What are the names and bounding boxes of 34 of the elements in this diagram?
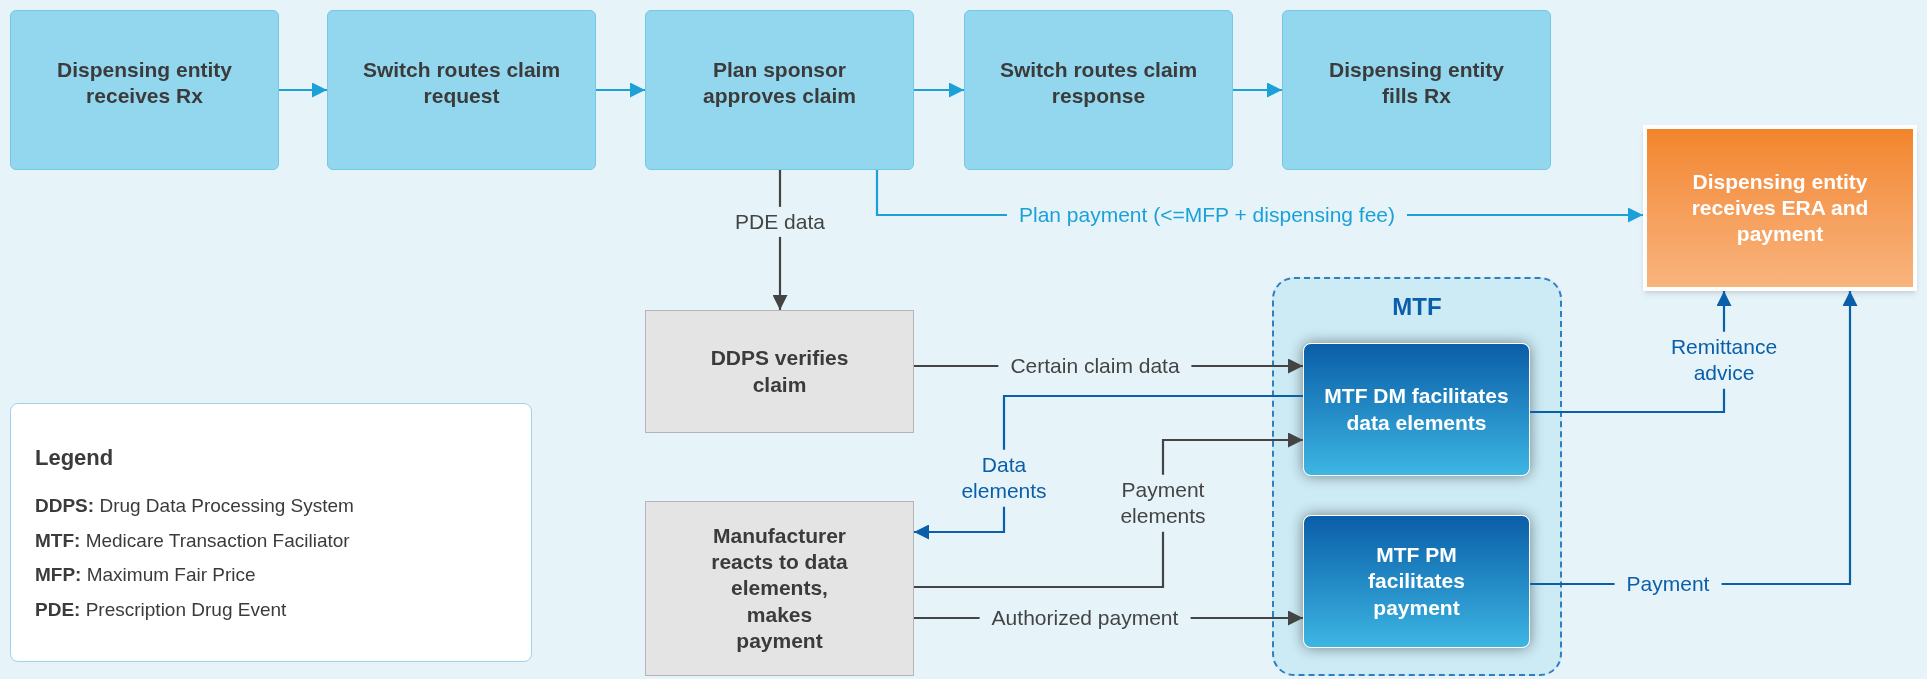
node-label: MTF: [1391, 292, 1443, 322]
process-box: [327, 10, 596, 170]
node-label: Dispensing entity receives Rx: [56, 57, 233, 110]
legend-title: Legend: [35, 444, 115, 472]
node-label: Manufacturer reacts to data elements, makes payment: [710, 522, 849, 654]
arrow: [279, 82, 327, 98]
process-box: [1303, 515, 1530, 648]
group-container: [1272, 277, 1562, 676]
legend-entry: DDPS: Drug Data Processing System: [35, 494, 355, 518]
process-box: [1303, 343, 1530, 476]
node-label: Switch routes claim request: [362, 57, 561, 110]
process-box: [645, 310, 914, 433]
process-box: [1643, 125, 1917, 291]
arrow: [914, 432, 1303, 589]
node-label: DDPS verifies claim: [709, 345, 850, 398]
legend-entry: MFP: Maximum Fair Price: [35, 563, 257, 587]
node-label: MTF DM facilitates data elements: [1324, 383, 1509, 436]
node-label: Dispensing entity receives ERA and payment: [1690, 168, 1870, 248]
process-box: [964, 10, 1233, 170]
process-box: [645, 10, 914, 170]
legend-entry: MTF: Medicare Transaction Faciliator: [35, 528, 351, 553]
process-box: [645, 501, 914, 676]
legend-panel: [10, 403, 532, 662]
legend-entry: PDE: Prescription Drug Event: [35, 597, 288, 622]
arrow: [914, 394, 1303, 540]
node-label: Plan sponsor approves claim: [702, 57, 857, 110]
node-label: Dispensing entity fills Rx: [1328, 57, 1505, 110]
arrow: [914, 82, 964, 98]
process-box: [1282, 10, 1551, 170]
arrow: [596, 82, 645, 98]
arrow: [1233, 82, 1282, 98]
node-label: MTF PM facilitates payment: [1367, 542, 1466, 621]
process-box: [10, 10, 279, 170]
node-label: Switch routes claim response: [999, 57, 1198, 110]
